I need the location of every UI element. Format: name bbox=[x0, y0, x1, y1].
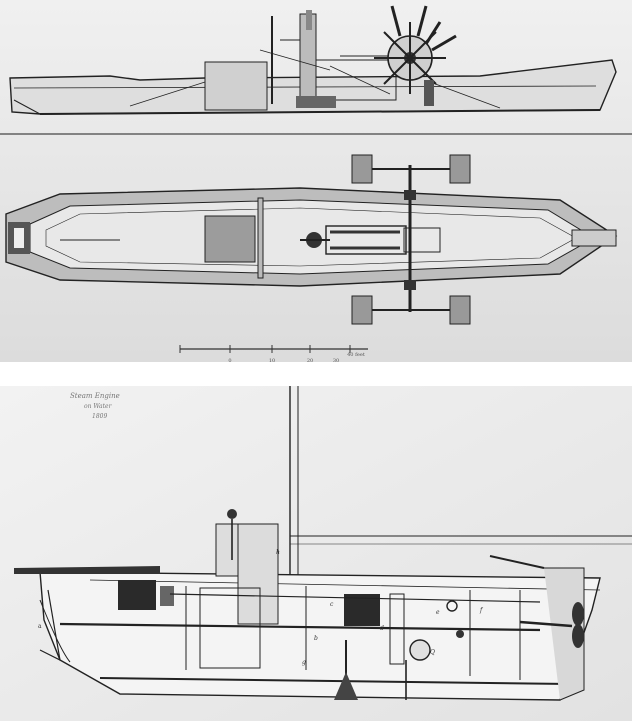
scale-tick-20: 20 bbox=[307, 358, 313, 364]
note-line-2: on Water bbox=[84, 403, 113, 410]
part-label-h: h bbox=[276, 549, 280, 556]
scale-tick-40: 40 feet bbox=[347, 352, 365, 358]
part-label-f: f bbox=[479, 607, 484, 614]
note-line-3: 1809 bbox=[92, 413, 107, 420]
scale-bar: 0 10 20 30 40 feet bbox=[179, 345, 368, 364]
bottom-sheet: Steam Engine on Water 1809 a bbox=[0, 386, 632, 721]
top-sheet: 0 10 20 30 40 feet bbox=[0, 0, 632, 364]
part-label-e: e bbox=[436, 609, 440, 616]
part-label-c: c bbox=[330, 601, 334, 608]
scale-tick-30: 30 bbox=[333, 358, 339, 364]
note-line-1: Steam Engine bbox=[70, 392, 120, 400]
svg-text:a: a bbox=[38, 623, 42, 630]
scale-tick-10: 10 bbox=[269, 358, 275, 364]
part-label-q: Q bbox=[430, 649, 435, 656]
handwritten-note: Steam Engine on Water 1809 bbox=[70, 392, 120, 420]
part-label-b: b bbox=[314, 635, 318, 642]
part-label-d: d bbox=[380, 625, 384, 632]
part-label-g: g bbox=[302, 659, 306, 666]
paddle-wheel bbox=[374, 5, 457, 94]
plan-view bbox=[5, 154, 618, 325]
side-elevation-view bbox=[9, 5, 617, 115]
cross-section-view: a bbox=[14, 386, 632, 701]
scale-tick-0: 0 bbox=[228, 358, 231, 364]
